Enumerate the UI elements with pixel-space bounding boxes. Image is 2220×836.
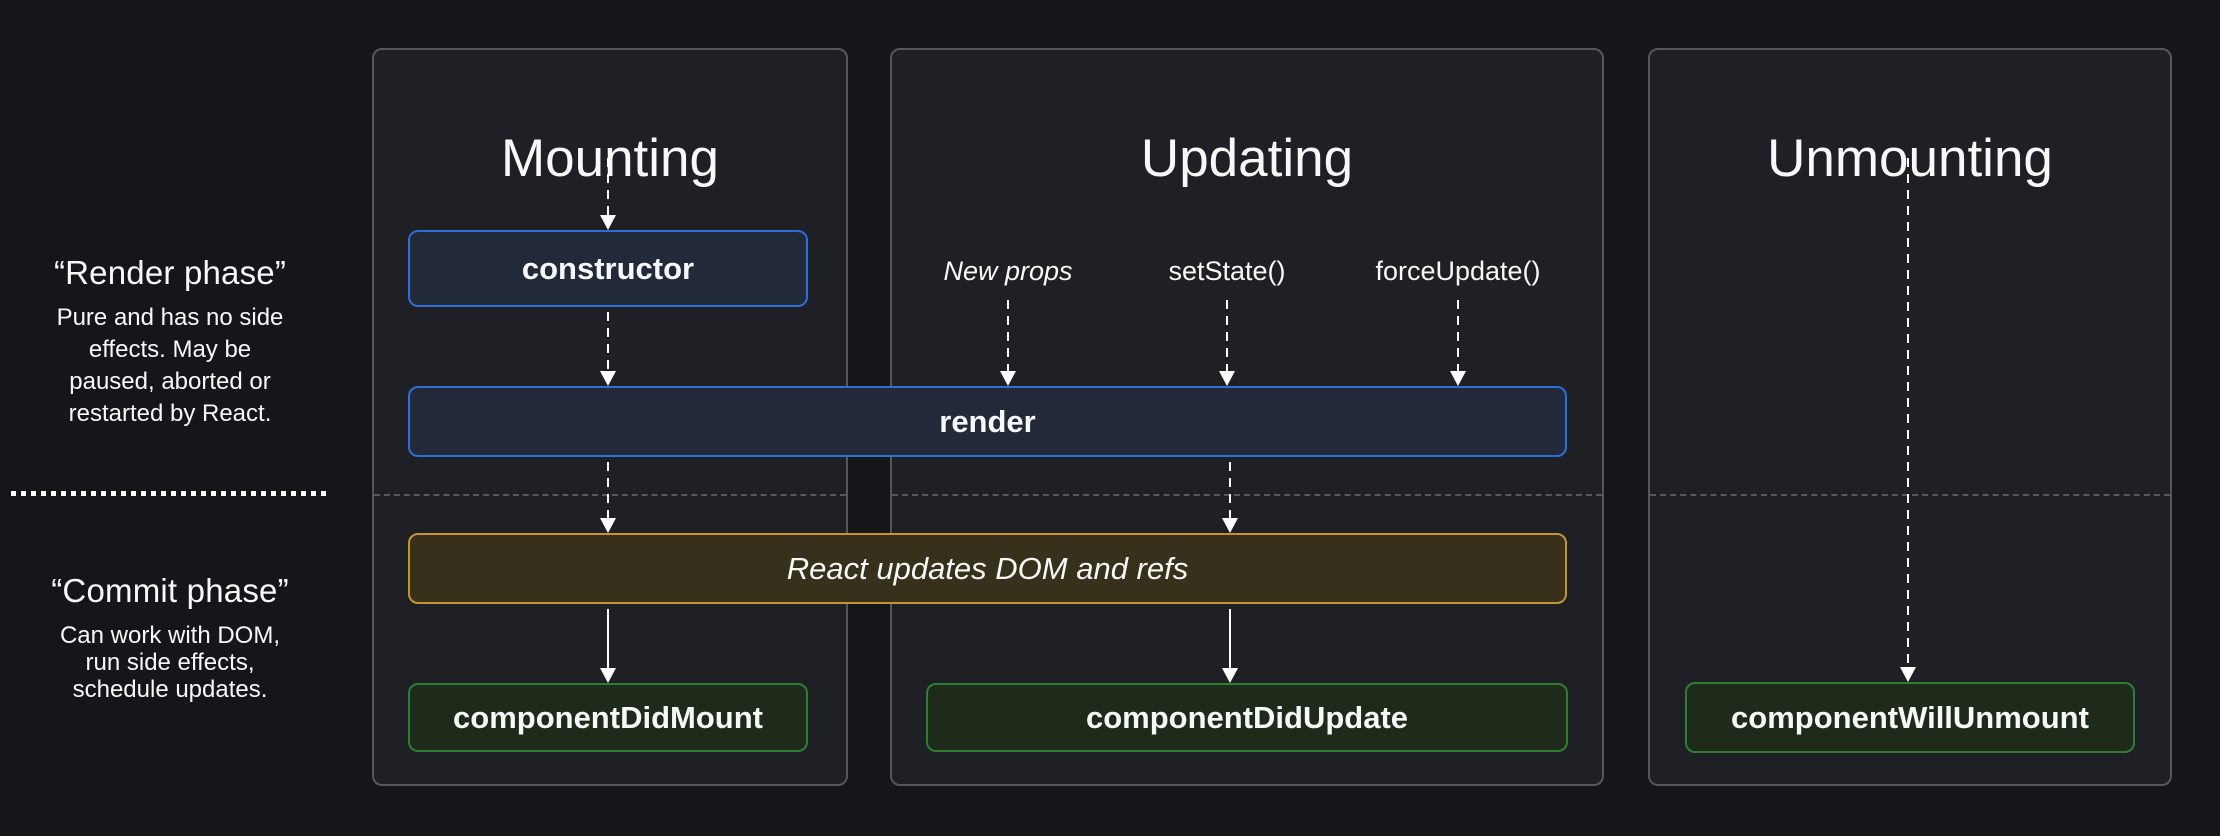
panel-title-mounting: Mounting xyxy=(500,129,720,188)
arrowhead-icon xyxy=(600,371,616,386)
render-phase-heading: “Render phase” xyxy=(0,254,340,292)
arrow-forceupdate-to-render xyxy=(1450,300,1466,386)
lifecycle-box-constructor[interactable]: constructor xyxy=(408,230,808,307)
arrow-dom-update-to-componentdidmount xyxy=(600,609,616,683)
panel-divider-mounting xyxy=(374,494,846,496)
arrowhead-icon xyxy=(1219,371,1235,386)
lifecycle-box-componentdidmount[interactable]: componentDidMount xyxy=(408,683,808,752)
render-phase-description-line: paused, aborted or xyxy=(69,368,271,395)
lifecycle-box-render[interactable]: render xyxy=(408,386,1567,457)
arrow-setstate-to-render xyxy=(1219,300,1235,386)
arrowhead-icon xyxy=(1900,667,1916,682)
dom-update-box: React updates DOM and refs xyxy=(408,533,1567,604)
commit-phase-description-line: Can work with DOM, xyxy=(59,622,281,649)
arrow-unmounting xyxy=(1900,158,1916,682)
panel-title-updating: Updating xyxy=(1140,129,1354,188)
arrowhead-icon xyxy=(600,215,616,230)
arrow-line xyxy=(1007,300,1009,371)
render-phase-description-line: restarted by React. xyxy=(68,400,272,427)
panel-divider-unmounting xyxy=(1650,494,2170,496)
trigger-new-props: New props xyxy=(943,256,1073,286)
arrowhead-icon xyxy=(600,668,616,683)
arrow-line xyxy=(1907,158,1909,667)
render-phase-title: “Render phase” xyxy=(53,254,287,291)
arrowhead-icon xyxy=(1222,668,1238,683)
render-phase-description: Pure and has no side effects. May be pau… xyxy=(0,302,340,430)
arrow-render-to-dom-update-updating xyxy=(1222,462,1238,533)
arrow-line xyxy=(607,609,609,668)
arrow-render-to-dom-update-mounting xyxy=(600,462,616,533)
trigger-force-update: forceUpdate() xyxy=(1375,256,1541,286)
render-phase-description-line: Pure and has no side xyxy=(56,304,284,331)
panel-divider-updating xyxy=(892,494,1602,496)
panel-unmounting: Unmounting xyxy=(1648,48,2172,786)
arrowhead-icon xyxy=(1222,518,1238,533)
commit-phase-description-line: schedule updates. xyxy=(72,676,268,703)
arrow-dom-update-to-componentdidupdate xyxy=(1222,609,1238,683)
lifecycle-box-componentwillunmount[interactable]: componentWillUnmount xyxy=(1685,682,2135,753)
arrow-line xyxy=(607,158,609,215)
commit-phase-description-line: run side effects, xyxy=(85,649,255,676)
panel-title-unmounting: Unmounting xyxy=(1767,129,2053,188)
arrow-line xyxy=(1229,462,1231,518)
arrow-line xyxy=(1226,300,1228,371)
arrow-new-props-to-render xyxy=(1000,300,1016,386)
arrow-mounting-start xyxy=(600,158,616,230)
arrow-constructor-to-render xyxy=(600,312,616,386)
arrow-line xyxy=(607,312,609,371)
phase-divider xyxy=(11,491,330,496)
arrow-line xyxy=(1229,609,1231,668)
arrow-line xyxy=(1457,300,1459,371)
arrowhead-icon xyxy=(600,518,616,533)
commit-phase-title: “Commit phase” xyxy=(51,572,289,609)
arrowhead-icon xyxy=(1000,371,1016,386)
commit-phase-heading: “Commit phase” xyxy=(0,572,340,610)
render-phase-description-line: effects. May be xyxy=(88,336,252,363)
arrowhead-icon xyxy=(1450,371,1466,386)
arrow-line xyxy=(607,462,609,518)
trigger-set-state: setState() xyxy=(1168,256,1286,286)
lifecycle-box-componentdidupdate[interactable]: componentDidUpdate xyxy=(926,683,1568,752)
commit-phase-description: Can work with DOM, run side effects, sch… xyxy=(0,622,340,703)
